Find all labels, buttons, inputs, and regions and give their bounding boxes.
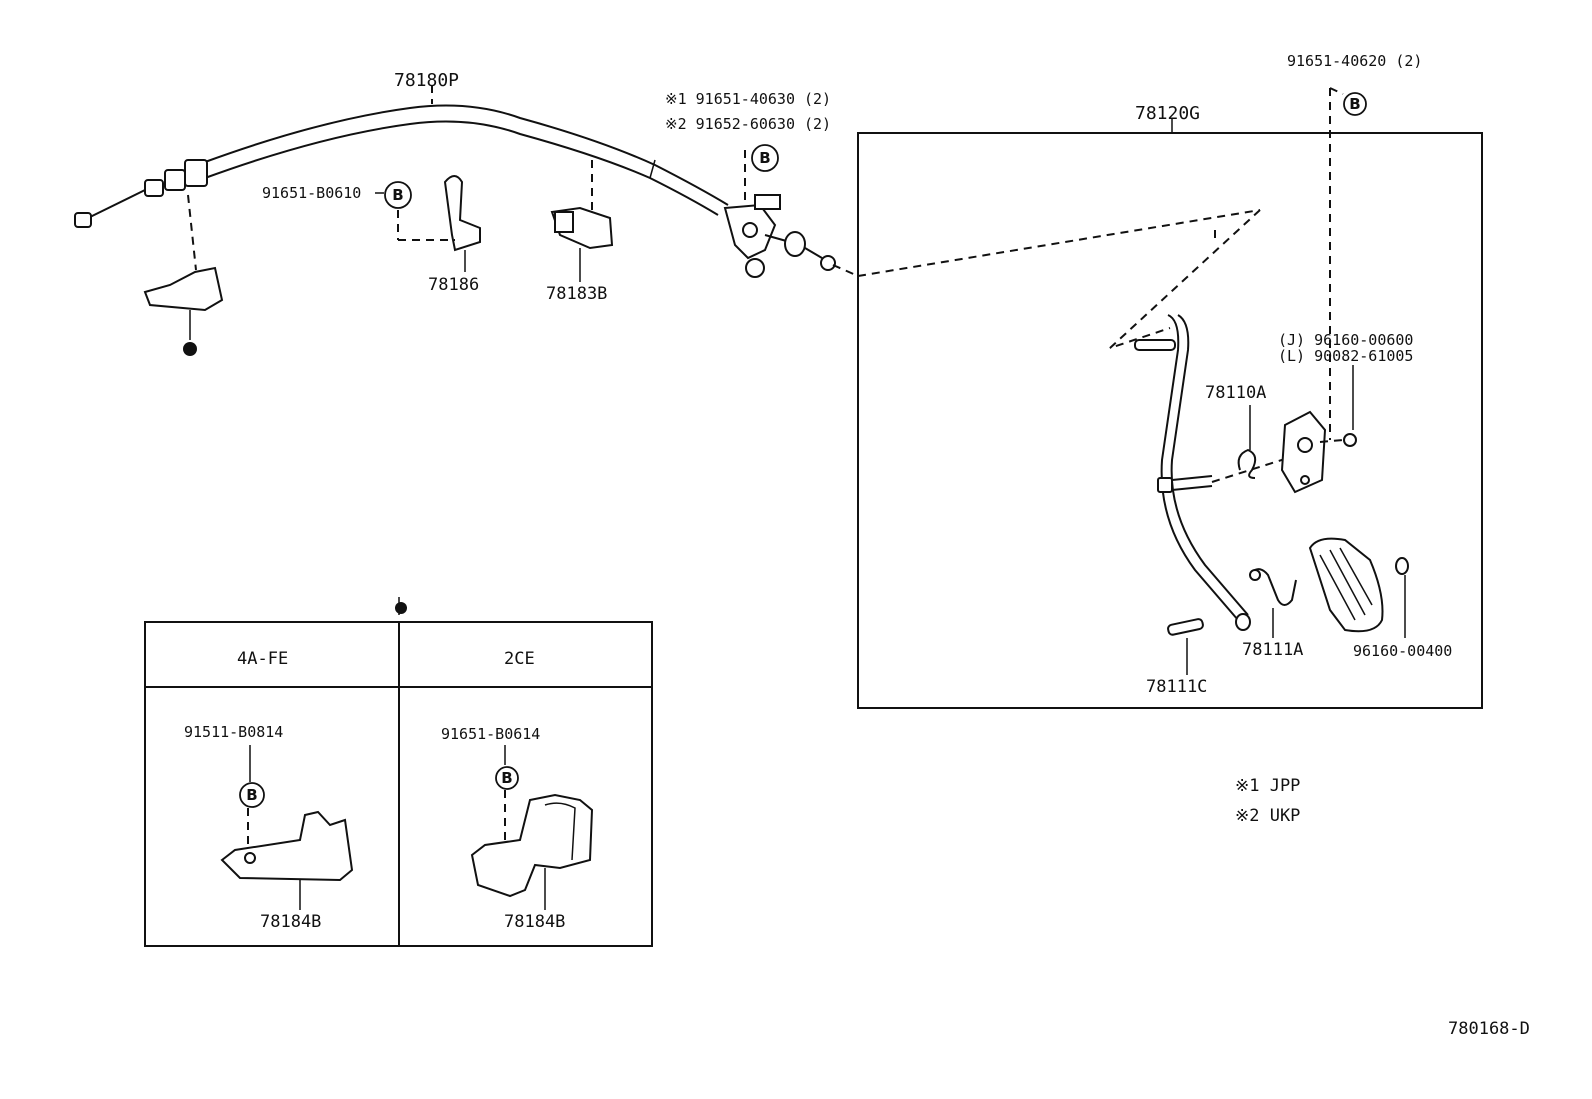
pad-nut	[1395, 557, 1409, 638]
table-cell-4a-fe-bolt: 91511-B0814	[184, 723, 284, 741]
label-top-bolt: 91651-40620 (2)	[1287, 52, 1423, 70]
label-cable-bolt: 91651-B0610	[262, 184, 362, 202]
bracket-2ce: B	[470, 745, 594, 910]
label-bolt-note-1: ※1 91651-40630 (2)	[665, 90, 832, 108]
label-spring-78111a: 78111A	[1242, 640, 1304, 660]
svg-text:B: B	[246, 786, 257, 804]
nut-j-l	[1319, 365, 1357, 447]
table-cell-2ce-part: 78184B	[504, 912, 566, 932]
pedal-bracket	[1280, 410, 1327, 494]
table-cell-2ce-bolt: 91651-B0614	[441, 725, 541, 743]
pedal-assembly-box	[857, 118, 1483, 709]
cable-bracket	[143, 194, 224, 356]
pin-78111c	[1167, 618, 1204, 675]
label-clamp-78183b: 78183B	[546, 284, 608, 304]
pedal-pad	[1308, 537, 1384, 633]
pedal-arm	[1134, 314, 1289, 631]
label-bolt-note-2: ※2 91652-60630 (2)	[665, 115, 832, 133]
legend-1: ※1 JPP	[1235, 776, 1301, 796]
b-marker-top: B	[1329, 87, 1367, 440]
figure-id: 780168-D	[1448, 1019, 1530, 1039]
spring-78111a	[1249, 568, 1297, 638]
svg-text:B: B	[1349, 95, 1360, 113]
table-header-4a-fe: 4A-FE	[237, 649, 289, 669]
b-marker-fitting: B	[744, 144, 779, 205]
label-spring-78110a: 78110A	[1205, 383, 1267, 403]
variant-table	[144, 597, 653, 947]
label-cable-78180p: 78180P	[394, 70, 460, 91]
cable-pedal-fitting	[723, 194, 836, 278]
bracket-4a-fe: B	[220, 745, 354, 910]
svg-text:B: B	[759, 149, 770, 167]
legend-2: ※2 UKP	[1235, 806, 1301, 826]
clamp-78183b	[550, 160, 614, 282]
clamp-78186	[397, 175, 481, 272]
svg-text:B: B	[501, 769, 512, 787]
b-marker-cable: B	[375, 181, 412, 209]
label-pad-nut: 96160-00400	[1353, 642, 1453, 660]
svg-text:B: B	[392, 186, 403, 204]
label-nut-l: (L) 90082-61005	[1278, 347, 1414, 365]
spring-78110a	[1237, 405, 1257, 479]
label-pin-78111c: 78111C	[1146, 677, 1208, 697]
label-clamp-78186: 78186	[428, 275, 480, 295]
table-cell-4a-fe-part: 78184B	[260, 912, 322, 932]
label-nut-j: (J) 96160-00600	[1278, 331, 1414, 349]
accelerator-cable	[74, 85, 729, 228]
label-pedal-assy-78120g: 78120G	[1135, 103, 1201, 124]
table-header-2ce: 2CE	[504, 649, 535, 669]
